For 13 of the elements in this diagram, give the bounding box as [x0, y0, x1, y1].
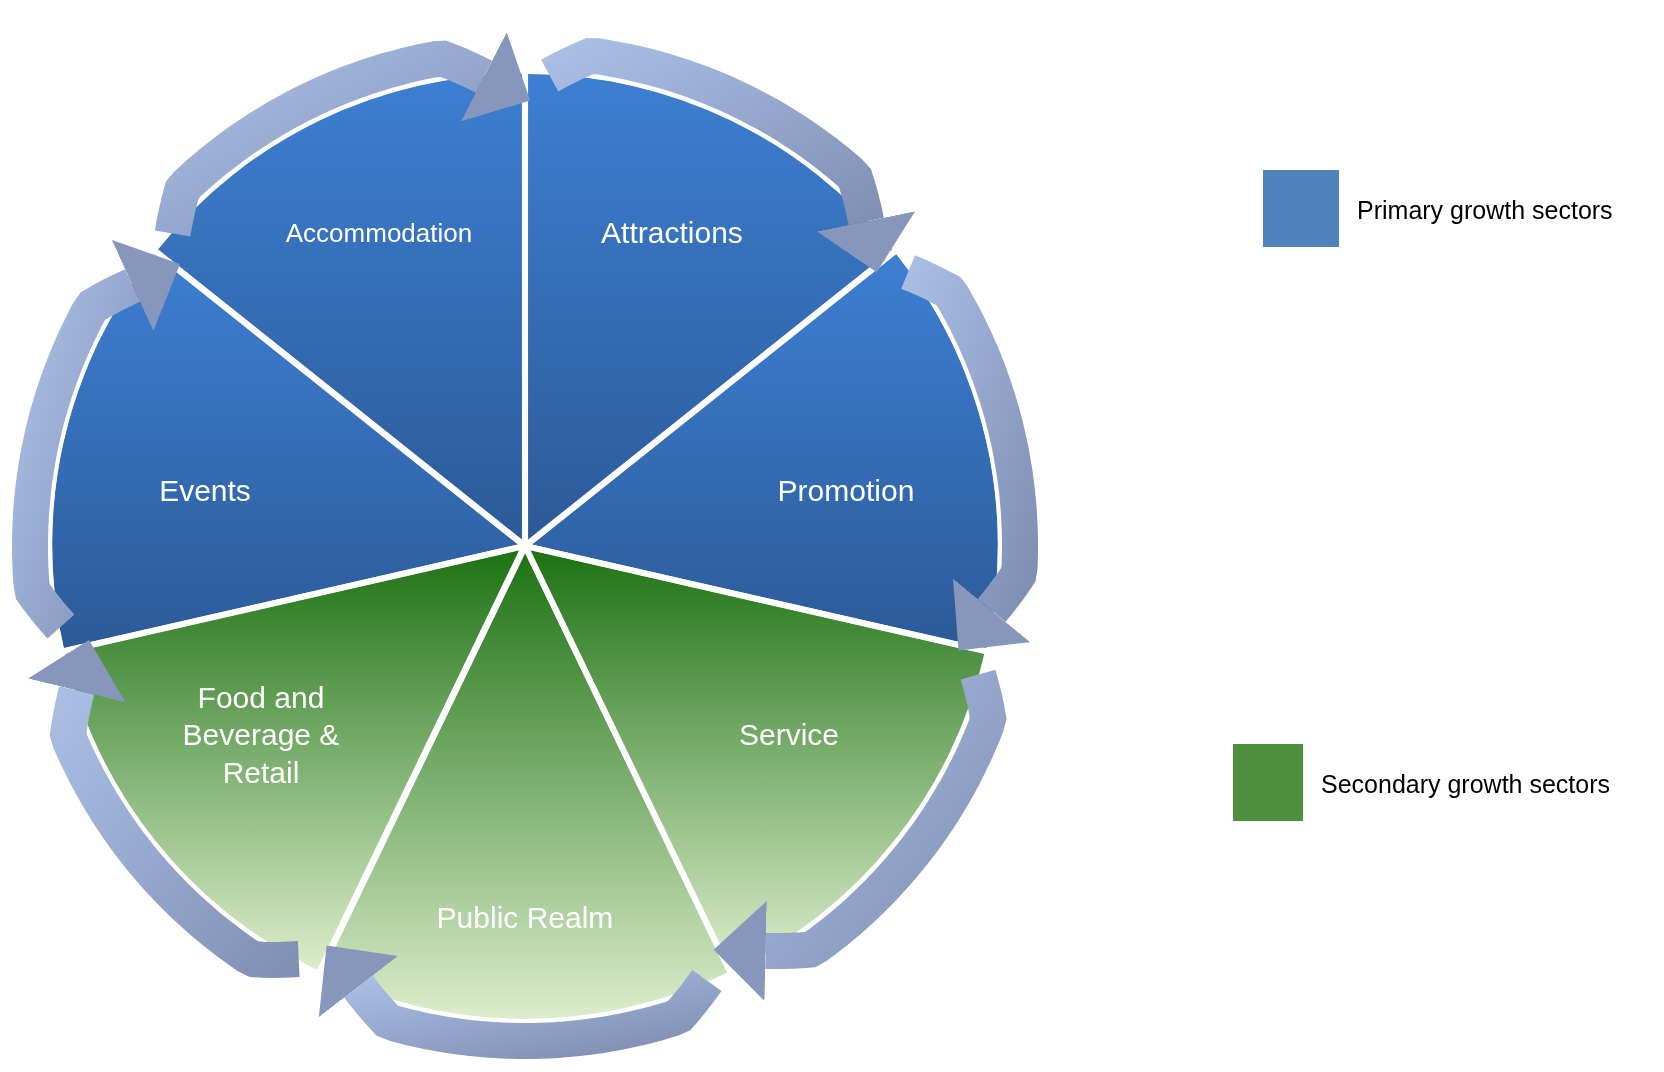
segment-label: Events	[158, 473, 252, 510]
legend-label: Primary growth sectors	[1357, 194, 1613, 226]
curved-arrow	[12, 240, 180, 639]
segment-label: Food and Beverage & Retail	[181, 679, 341, 791]
curved-arrow	[318, 945, 722, 1059]
segment-label: Attractions	[600, 215, 744, 252]
segment-label: Accommodation	[284, 216, 474, 250]
segment-label: Promotion	[776, 473, 916, 510]
legend-label: Secondary growth sectors	[1321, 768, 1611, 800]
curved-arrow	[898, 255, 1038, 651]
curved-arrow	[539, 38, 916, 273]
segment-label: Public Realm	[435, 900, 615, 937]
segment-label: Service	[737, 717, 840, 754]
